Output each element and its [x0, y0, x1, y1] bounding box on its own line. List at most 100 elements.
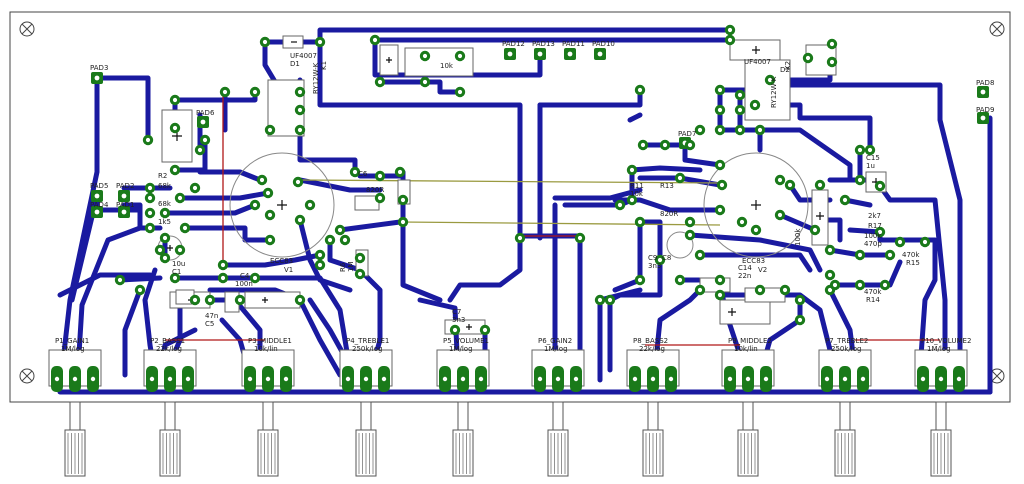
tube-v2 — [703, 152, 809, 258]
via-pad — [249, 199, 261, 211]
pot-pin — [182, 366, 194, 392]
via-pad — [637, 139, 649, 151]
pot-pin — [821, 366, 833, 392]
pad-pad1 — [118, 206, 130, 218]
via-pad — [349, 166, 361, 178]
pad-label-pad7: PAD7 — [678, 130, 696, 138]
via-pad — [256, 174, 268, 186]
pot-value-label: 10k/lin — [734, 345, 758, 353]
label-c2-value: 10u — [172, 260, 185, 268]
pad-label-pad8: PAD8 — [976, 79, 994, 87]
via-pad — [884, 249, 896, 261]
via-pad — [169, 164, 181, 176]
via-pad — [714, 204, 726, 216]
via-pad — [654, 254, 666, 266]
mounting-hole-icon — [19, 21, 35, 37]
via-pad — [249, 272, 261, 284]
label-r11: R11 — [630, 182, 644, 190]
pot-pin — [534, 366, 546, 392]
via-pad — [142, 134, 154, 146]
label-r15: R15 — [906, 259, 920, 267]
pot-pin — [935, 366, 947, 392]
pad-pad10 — [594, 48, 606, 60]
label-r11-value: 10k — [630, 190, 644, 198]
pot-value-label: 1M/log — [449, 345, 473, 353]
pad-label-pad1: PAD1 — [116, 201, 134, 209]
pot-name-label: P7_TREBLE2 — [825, 337, 868, 345]
mounting-hole-icon — [19, 368, 35, 384]
via-pad — [259, 36, 271, 48]
label-c9: C9 — [648, 254, 657, 262]
via-pad — [294, 294, 306, 306]
via-pad — [694, 249, 706, 261]
pot-name-label: P10_VOLUME2 — [921, 337, 971, 345]
via-pad — [397, 216, 409, 228]
via-pad — [794, 294, 806, 306]
via-pad — [714, 84, 726, 96]
pot-pin — [146, 366, 158, 392]
label-r6: R6 — [339, 262, 347, 272]
via-pad — [854, 174, 866, 186]
via-pad — [264, 124, 276, 136]
label-c16-value: 470p — [864, 240, 882, 248]
via-pad — [189, 182, 201, 194]
label-r820-a: 820R — [366, 186, 384, 194]
via-pad — [864, 144, 876, 156]
mounting-holes — [19, 21, 1005, 384]
label-c15-value: 1u — [866, 162, 875, 170]
pad-label-pad2: PAD2 — [116, 182, 134, 190]
via-pad — [824, 269, 836, 281]
label-d2-name: D2 — [780, 66, 790, 74]
via-pad — [264, 234, 276, 246]
pad-pad2 — [118, 190, 130, 202]
via-pad — [634, 274, 646, 286]
label-r16-value: 100k — [864, 232, 882, 240]
label-v2: V2 — [758, 266, 767, 274]
via-pad — [154, 244, 166, 256]
label-r100k: 100k — [794, 228, 802, 246]
via-pad — [659, 139, 671, 151]
pad-pad3 — [91, 72, 103, 84]
via-pad — [594, 294, 606, 306]
via-pad — [784, 179, 796, 191]
via-pad — [169, 272, 181, 284]
via-pad — [262, 187, 274, 199]
label-c14: C14 — [738, 264, 752, 272]
via-pad — [199, 134, 211, 146]
pot-pin — [457, 366, 469, 392]
via-pad — [339, 234, 351, 246]
label-r2-value: 68k — [158, 182, 172, 190]
pad-label-pad5: PAD5 — [90, 182, 108, 190]
via-pad — [294, 86, 306, 98]
label-v1: V1 — [284, 266, 293, 274]
via-pad — [734, 104, 746, 116]
via-pad — [374, 192, 386, 204]
via-pad — [716, 179, 728, 191]
label-c4-value: 100n — [235, 280, 253, 288]
via-pad — [839, 194, 851, 206]
via-pad — [194, 144, 206, 156]
label-d1-name: D1 — [290, 60, 300, 68]
pad-pad12 — [504, 48, 516, 60]
pot-pin — [953, 366, 965, 392]
pot-pin — [164, 366, 176, 392]
label-d2: UF4007 — [744, 58, 771, 66]
pot-value-label: 22k/log — [156, 345, 182, 353]
via-pad — [749, 99, 761, 111]
pot-pin — [244, 366, 256, 392]
component-bodies — [161, 35, 887, 335]
via-pad — [604, 294, 616, 306]
label-c7-value: 3n3 — [452, 316, 465, 324]
via-pad — [754, 284, 766, 296]
via-pad — [219, 86, 231, 98]
via-pad — [674, 274, 686, 286]
label-r820-b: 820R — [660, 210, 678, 218]
via-pad — [374, 170, 386, 182]
pot-pin — [665, 366, 677, 392]
via-pad — [292, 176, 304, 188]
label-r1-value: 1k5 — [158, 218, 171, 226]
pad-pad4 — [91, 206, 103, 218]
via-pad — [779, 284, 791, 296]
pad-label-pad11: PAD11 — [562, 40, 585, 48]
via-pad — [854, 144, 866, 156]
